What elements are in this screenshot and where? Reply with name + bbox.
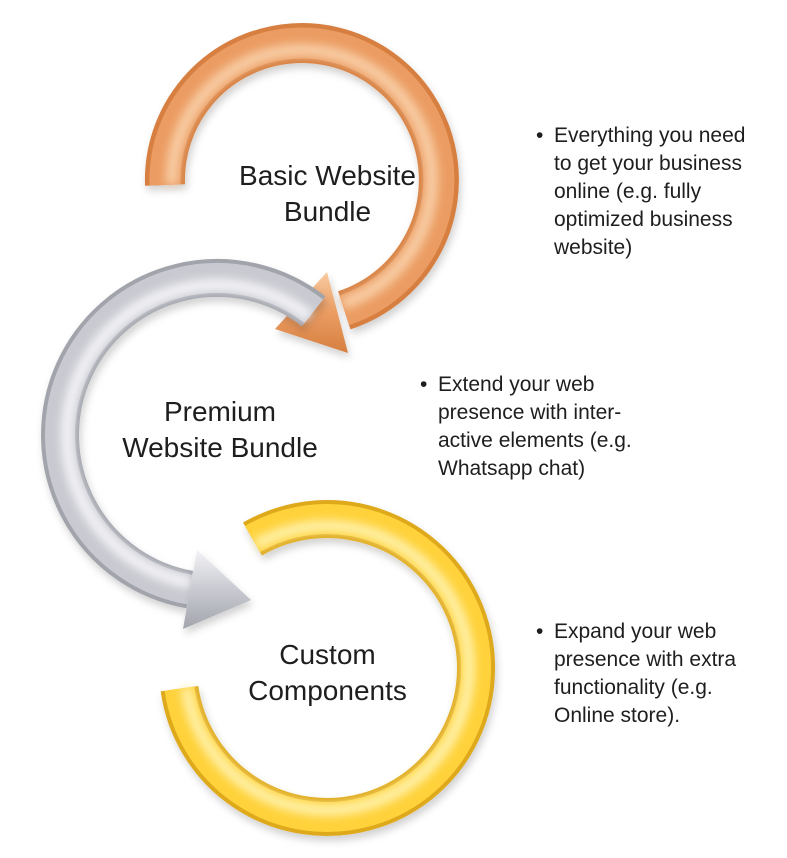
ring-premium-website — [41, 259, 326, 629]
bullet-text-premium: Extend your web presence with inter- act… — [438, 373, 632, 480]
ring-premium-body — [45, 263, 323, 605]
bullet-marker: • — [536, 620, 544, 643]
ring-custom-components — [160, 500, 496, 836]
bullet-item-custom: • Expand your web presence with extra fu… — [536, 618, 781, 730]
arrowhead-premium-to-custom-icon — [183, 550, 251, 629]
bullet-item-basic: • Everything you need to get your busine… — [536, 122, 786, 262]
bullet-text-basic: Everything you need to get your business… — [554, 124, 746, 259]
ring-premium-highlight — [61, 278, 314, 589]
ring-label-premium-website-bundle: Premium Website Bundle — [122, 396, 318, 463]
ring-custom-highlight — [180, 520, 476, 816]
bullet-item-premium: • Extend your web presence with inter- a… — [420, 371, 685, 483]
ring-basic-body — [149, 27, 455, 326]
ring-custom-body — [164, 504, 492, 832]
ring-label-custom-components: Custom Components — [248, 639, 407, 706]
ring-label-basic-website-bundle: Basic Website Bundle — [239, 160, 416, 227]
bullet-text-custom: Expand your web presence with extra func… — [554, 620, 737, 727]
ring-basic-highlight — [165, 43, 439, 310]
bullet-marker: • — [536, 124, 544, 147]
bullet-marker: • — [420, 373, 428, 396]
